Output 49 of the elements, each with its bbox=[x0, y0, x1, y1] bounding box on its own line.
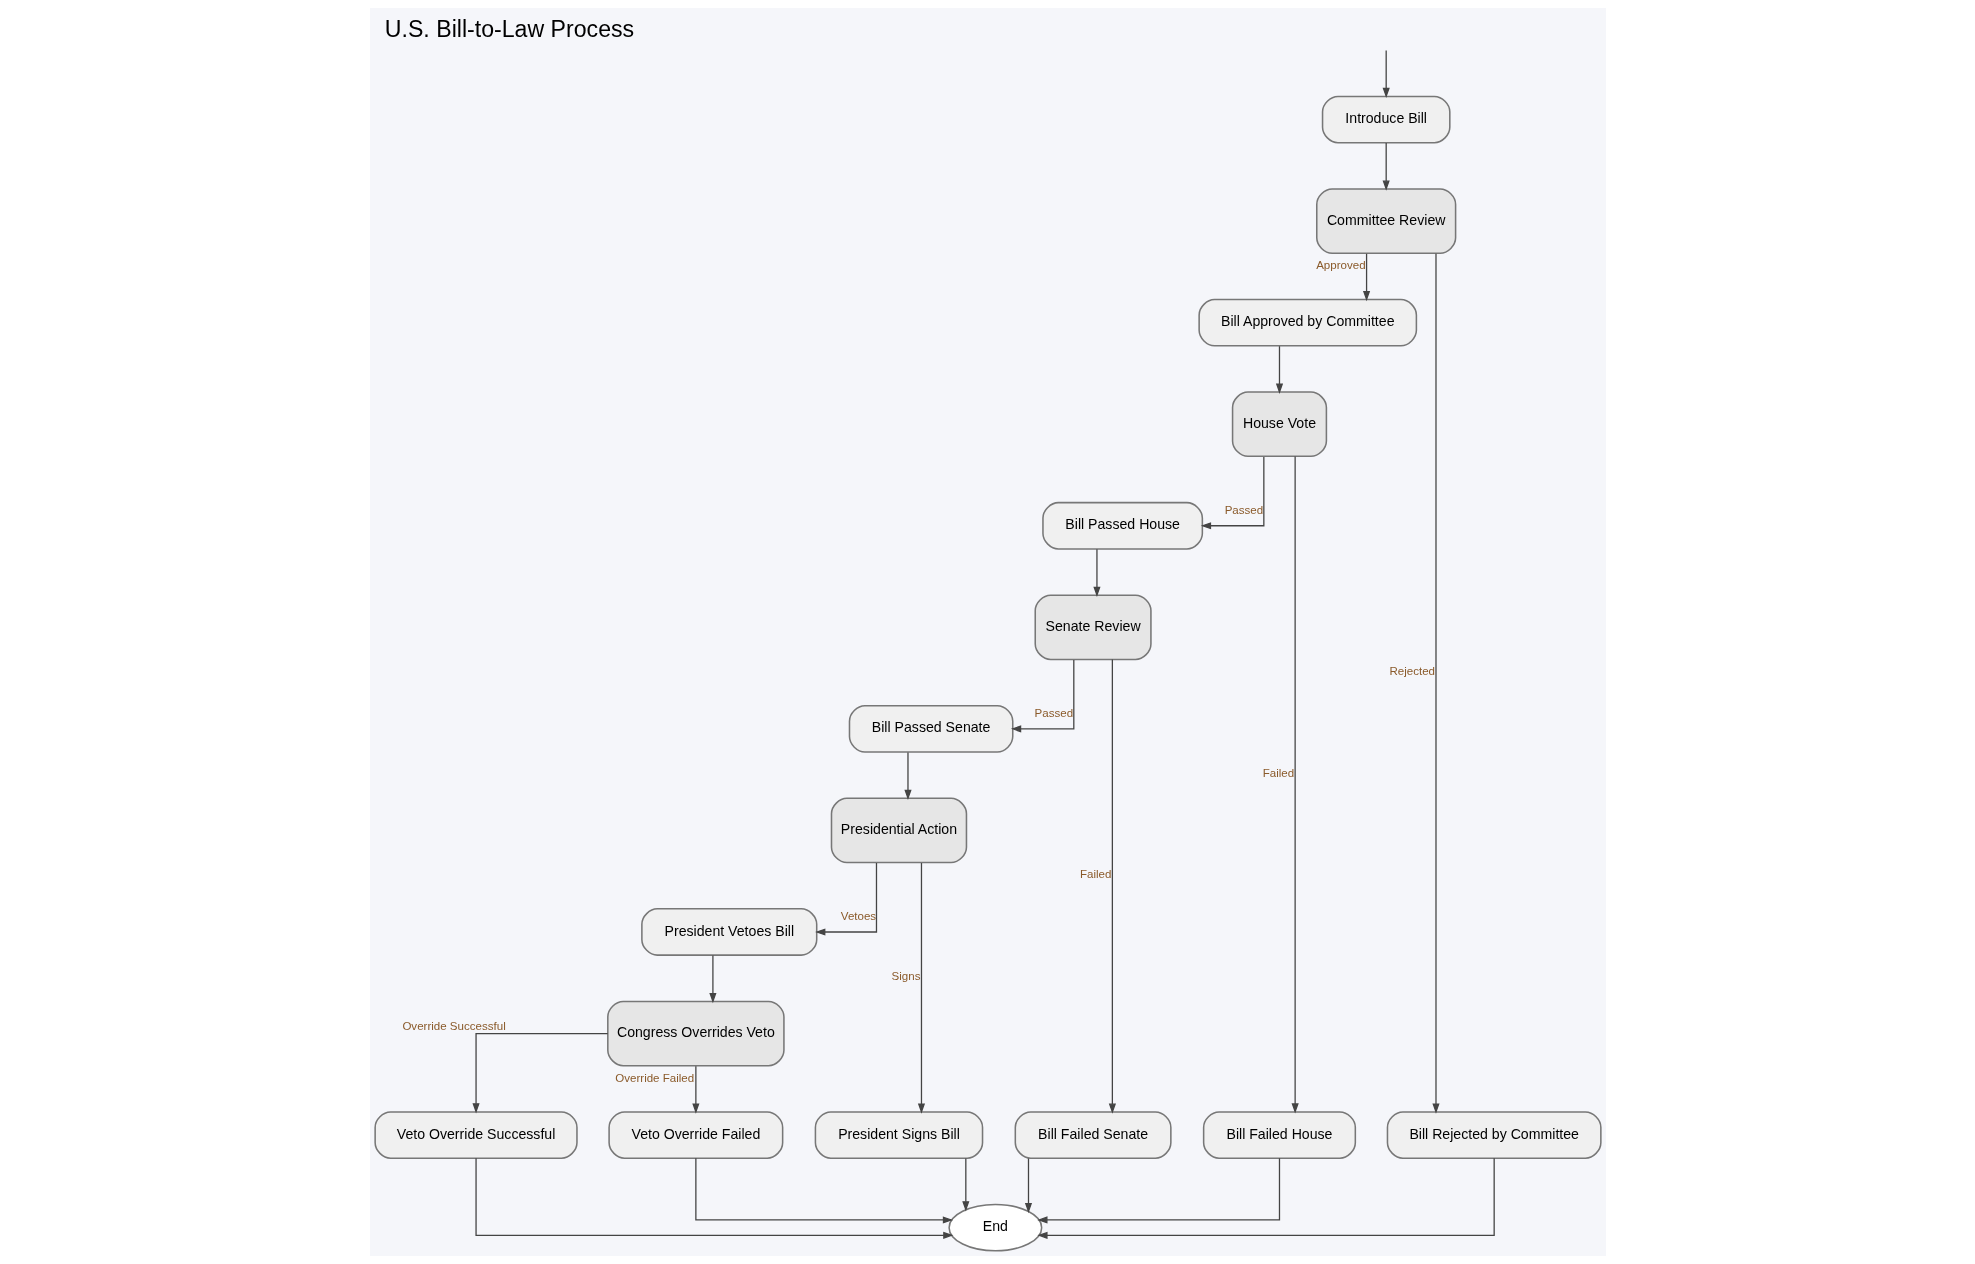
edge-label: Rejected bbox=[1388, 665, 1435, 678]
arrow bbox=[961, 1157, 969, 1212]
edge-label: Vetoes bbox=[840, 909, 876, 922]
node-box: House Vote bbox=[1231, 391, 1327, 458]
arrow bbox=[1291, 455, 1299, 1114]
arrow bbox=[1024, 1157, 1032, 1214]
edge-label: Override Successful bbox=[401, 1019, 506, 1032]
node-box: Bill Approved by Committee bbox=[1197, 298, 1417, 347]
edge-label: Approved bbox=[1315, 259, 1366, 272]
node-box: Bill Rejected by Committee bbox=[1386, 1111, 1602, 1159]
node-box: Bill Failed House bbox=[1202, 1111, 1356, 1159]
edge-label: Failed bbox=[1262, 766, 1294, 779]
node-box: President Signs Bill bbox=[814, 1111, 983, 1159]
node-box: Presidential Action bbox=[830, 797, 967, 864]
node-box: Senate Review bbox=[1033, 594, 1152, 661]
arrow bbox=[1036, 1157, 1280, 1224]
edge-label: Passed bbox=[1034, 707, 1073, 720]
arrow bbox=[1382, 49, 1390, 99]
arrow bbox=[1036, 1157, 1495, 1239]
diagram-title: U.S. Bill-to-Law Process bbox=[384, 15, 634, 42]
arrow bbox=[1200, 456, 1264, 530]
node-box: President Vetoes Bill bbox=[640, 908, 817, 956]
arrow bbox=[1362, 253, 1370, 302]
arrow bbox=[1382, 142, 1390, 191]
edge-label: Failed bbox=[1079, 868, 1111, 881]
node-box: Congress Overrides Veto bbox=[606, 1000, 785, 1067]
arrow bbox=[1275, 345, 1283, 394]
arrow bbox=[1431, 253, 1440, 1114]
arrow bbox=[1010, 659, 1074, 733]
node-box: Committee Review bbox=[1315, 188, 1456, 254]
node-box: Bill Passed Senate bbox=[848, 704, 1013, 753]
node-box: Bill Passed House bbox=[1041, 501, 1203, 550]
arrow bbox=[694, 1157, 953, 1224]
arrow bbox=[471, 1032, 608, 1114]
node-box: Veto Override Failed bbox=[607, 1111, 783, 1159]
edge-label: Override Failed bbox=[614, 1071, 694, 1084]
arrow bbox=[691, 1065, 699, 1114]
node-box: Veto Override Successful bbox=[373, 1111, 578, 1159]
node-box: Bill Failed Senate bbox=[1014, 1111, 1172, 1159]
arrow bbox=[474, 1157, 953, 1239]
arrow bbox=[1092, 548, 1101, 597]
node-box: Introduce Bill bbox=[1321, 95, 1451, 144]
arrow bbox=[903, 751, 912, 801]
edge-label: Signs bbox=[891, 969, 920, 982]
edge-label: Passed bbox=[1224, 504, 1263, 517]
arrow bbox=[1108, 658, 1116, 1114]
arrow bbox=[708, 954, 716, 1004]
arrow bbox=[917, 862, 925, 1114]
arrow bbox=[814, 862, 877, 936]
